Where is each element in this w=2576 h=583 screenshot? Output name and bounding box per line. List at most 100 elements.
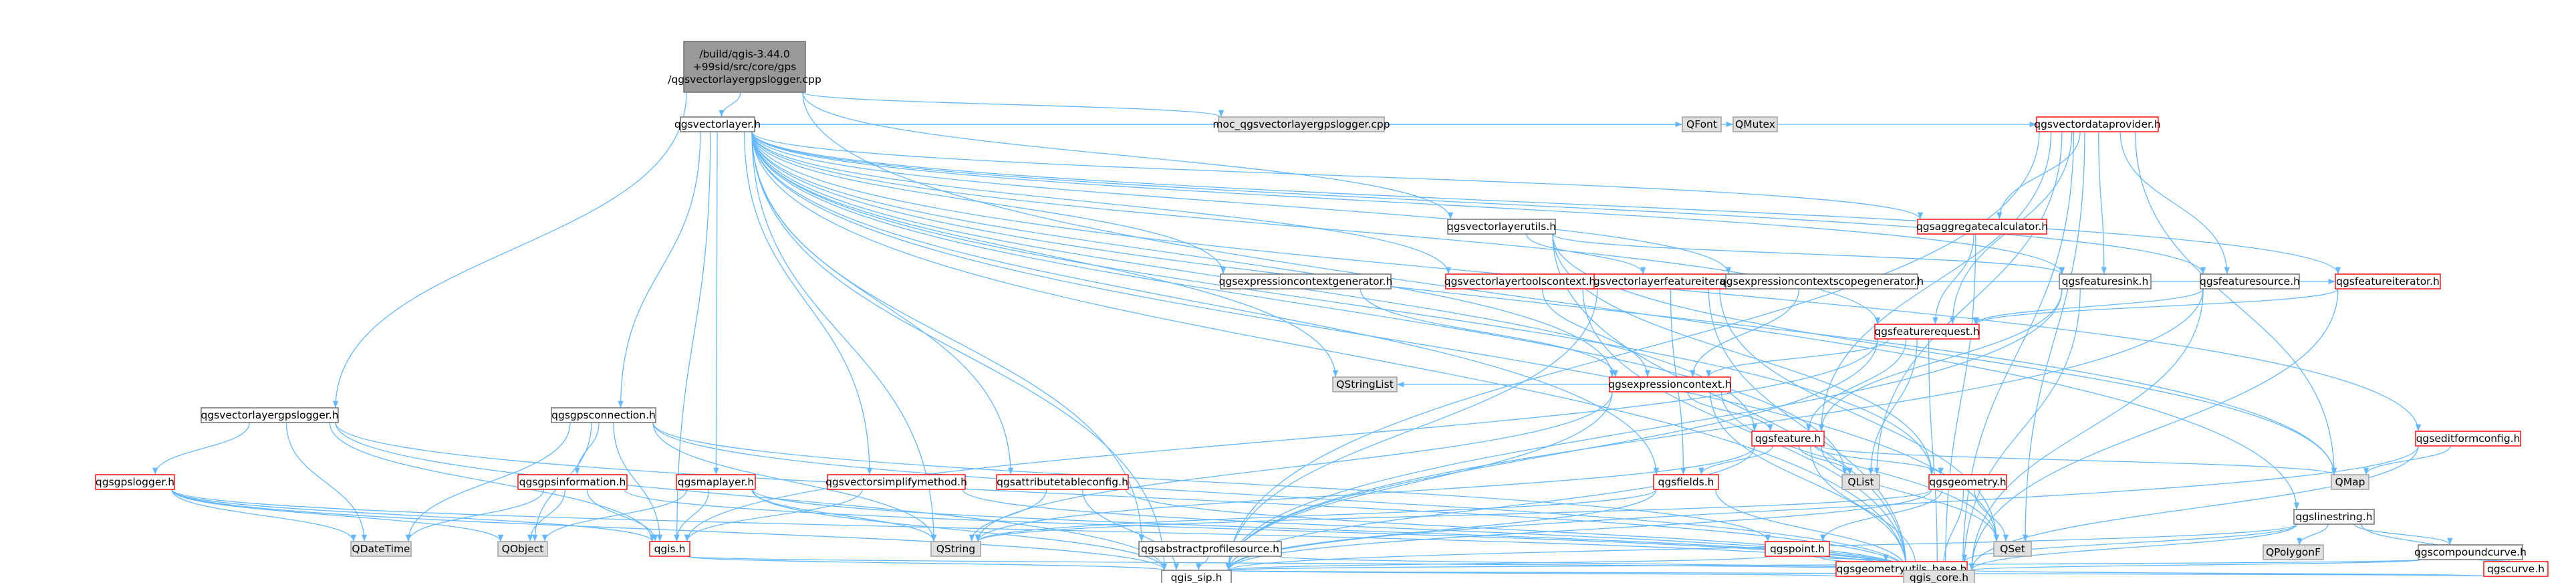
edge-line bbox=[2119, 131, 2230, 275]
node-qgsvectorlayertoolscontext-h[interactable]: qgsvectorlayertoolscontext.h bbox=[1444, 273, 1595, 289]
edge-line bbox=[751, 131, 1910, 571]
edge-line bbox=[1698, 445, 1773, 475]
edge-qgspoint_h-to-qgsgeometryutils_base_h bbox=[1812, 554, 1889, 562]
node-label: QSet bbox=[2000, 543, 2025, 555]
edge-qgslinestring_h-to-qgsgeometryutils_base_h bbox=[1962, 523, 2297, 562]
node-box bbox=[2331, 474, 2369, 490]
node-qgsgeometry-h[interactable]: qgsgeometry.h bbox=[1928, 474, 2007, 490]
edge-qgsvectorlayer_h-to-qgis_core_h bbox=[751, 131, 1910, 571]
edge-qgsgpsinformation_h-to-QDateTime bbox=[405, 489, 545, 542]
node-qgscurve-h[interactable]: qgscurve.h bbox=[2483, 561, 2549, 577]
node-qgis-sip-h[interactable]: qgis_sip.h bbox=[1161, 570, 1232, 583]
node-label: qgsfeatureiterator.h bbox=[2336, 275, 2440, 287]
node-qgsvectorlayerfeatureiterator-h[interactable]: qgsvectorlayerfeatureiterator.h bbox=[1587, 273, 1749, 289]
node-qgsexpressioncontextgenerator-h[interactable]: qgsexpressioncontextgenerator.h bbox=[1219, 273, 1393, 289]
edge-line bbox=[2022, 131, 2085, 542]
edge-qgsfeature_h-to-QList bbox=[1798, 445, 1853, 475]
edge-line bbox=[652, 422, 1771, 542]
edge-line bbox=[751, 131, 1014, 475]
node-label: qgscompoundcurve.h bbox=[2414, 546, 2527, 558]
node-label: qgsvectorlayerutils.h bbox=[1447, 221, 1556, 233]
edge-line bbox=[802, 92, 1454, 220]
edge-root-to-qgsvectorlayerutils_h bbox=[802, 92, 1454, 220]
node-qgsfeatureiterator-h[interactable]: qgsfeatureiterator.h bbox=[2335, 273, 2441, 289]
edge-qgsgpslogger_h-to-QDateTime bbox=[171, 489, 357, 542]
edge-line bbox=[1710, 391, 1910, 571]
node-qgsfeaturesink-h[interactable]: qgsfeaturesink.h bbox=[2059, 273, 2152, 289]
node-box bbox=[1218, 116, 1385, 132]
edge-qgslinestring_h-to-qgscompoundcurve_h bbox=[2353, 523, 2453, 546]
node-qgspoint-h[interactable]: qgspoint.h bbox=[1765, 541, 1830, 557]
edge-qgslinestring_h-to-QPolygonF bbox=[2297, 523, 2329, 546]
node-qgsfeature-h[interactable]: qgsfeature.h bbox=[1751, 431, 1825, 447]
node-label: qgsmaplayer.h bbox=[678, 476, 754, 488]
node-label: QString bbox=[936, 543, 975, 555]
edge-line bbox=[751, 131, 1339, 378]
edge-line bbox=[1928, 338, 1940, 571]
node-qgsfields-h[interactable]: qgsfields.h bbox=[1653, 474, 1719, 490]
node-qgsfeaturesource-h[interactable]: qgsfeaturesource.h bbox=[2200, 273, 2300, 289]
edge-qgsaggregatecalculator_h-to-qgis_core_h bbox=[1942, 233, 1976, 571]
node-QMutex: QMutex bbox=[1732, 116, 1778, 132]
edge-qgsgpslogger_h-to-qgis_sip_h bbox=[171, 489, 1167, 571]
node-box bbox=[201, 407, 339, 423]
edge-line bbox=[652, 422, 937, 542]
edge-line bbox=[1552, 233, 2337, 475]
node-qgsabstractprofilesource-h[interactable]: qgsabstractprofilesource.h bbox=[1138, 541, 1282, 557]
node-label: qgsvectorlayerfeatureiterator.h bbox=[1587, 275, 1749, 287]
edge-qgsvectorlayerfeatureiterator_h-to-QSet bbox=[1719, 288, 2000, 542]
node-qgsvectorsimplifymethod-h[interactable]: qgsvectorsimplifymethod.h bbox=[825, 474, 967, 490]
edge-qgsvectorlayergpslogger_h-to-QDateTime bbox=[285, 422, 368, 542]
node-qgsvectorlayergpslogger-h[interactable]: qgsvectorlayergpslogger.h bbox=[201, 407, 339, 423]
edge-qgsfeature_h-to-QSet bbox=[1821, 445, 2000, 542]
node-box bbox=[996, 474, 1129, 490]
edge-qgsvectorlayer_h-to-qgsfeaturesource_h bbox=[751, 131, 2206, 275]
node-qgsgpsinformation-h[interactable]: qgsgpsinformation.h bbox=[517, 474, 628, 490]
node-qgsgpsconnection-h[interactable]: qgsgpsconnection.h bbox=[551, 407, 656, 423]
edge-line bbox=[2363, 445, 2451, 475]
edge-line bbox=[618, 131, 701, 409]
edge-qgsgpsinformation_h-to-qgis_h bbox=[586, 489, 658, 542]
edge-line bbox=[1974, 288, 2339, 325]
edge-line bbox=[1225, 131, 2040, 571]
node-box bbox=[1332, 376, 1398, 392]
node-qgsvectordataprovider-h[interactable]: qgsvectordataprovider.h bbox=[2034, 116, 2161, 132]
edge-qgsvectorlayerutils_h-to-QMap bbox=[1552, 233, 2337, 475]
edge-qgsvectorlayer_h-to-qgis_sip_h bbox=[751, 131, 1168, 571]
node-qgsfeaturerequest-h[interactable]: qgsfeaturerequest.h bbox=[1874, 324, 1980, 340]
node-qgsexpressioncontext-h[interactable]: qgsexpressioncontext.h bbox=[1608, 376, 1732, 392]
node-qgscompoundcurve-h[interactable]: qgscompoundcurve.h bbox=[2414, 544, 2527, 560]
node-root[interactable]: /build/qgis-3.44.0+99sid/src/core/gps/qg… bbox=[668, 41, 821, 93]
node-qgsvectorlayer-h[interactable]: qgsvectorlayer.h bbox=[674, 116, 761, 132]
edge-qgseditformconfig_h-to-qgis_core_h bbox=[1968, 445, 2419, 571]
edge-line bbox=[335, 422, 1168, 571]
node-qgsexpressioncontextscopegenerator-h[interactable]: qgsexpressioncontextscopegenerator.h bbox=[1720, 273, 1924, 289]
node-qgseditformconfig-h[interactable]: qgseditformconfig.h bbox=[2415, 431, 2521, 447]
edge-line bbox=[802, 92, 2300, 510]
edge-line bbox=[1552, 233, 1935, 475]
edge-qgsvectordataprovider_h-to-qgis_sip_h bbox=[1225, 131, 2040, 571]
node-qgsattributetableconfig-h[interactable]: qgsattributetableconfig.h bbox=[996, 474, 1129, 490]
edge-line bbox=[171, 489, 357, 542]
node-qgis-h[interactable]: qgis.h bbox=[649, 541, 690, 557]
edge-qgsfeature_h-to-QString bbox=[975, 445, 1755, 542]
edge-qgslinestring_h-to-qgis_core_h bbox=[1968, 523, 2297, 571]
edge-qgsfeaturerequest_h-to-qgis_core_h bbox=[1928, 338, 1940, 571]
node-qgsvectorlayerutils-h[interactable]: qgsvectorlayerutils.h bbox=[1447, 219, 1556, 235]
edge-qgsvectorlayertoolscontext_h-to-qgis_core_h bbox=[1582, 288, 1910, 571]
edge-line bbox=[527, 489, 565, 542]
edge-line bbox=[1820, 489, 1943, 542]
edge-line bbox=[975, 391, 1613, 542]
edge-qgsgpslogger_h-to-qgis_h bbox=[171, 489, 655, 542]
edge-line bbox=[171, 489, 655, 542]
edge-line bbox=[802, 92, 1224, 118]
node-qgsmaplayer-h[interactable]: qgsmaplayer.h bbox=[676, 474, 756, 490]
node-qgsaggregatecalculator-h[interactable]: qgsaggregatecalculator.h bbox=[1916, 219, 2048, 235]
node-qgslinestring-h[interactable]: qgslinestring.h bbox=[2293, 509, 2375, 525]
node-label: QMutex bbox=[1735, 118, 1775, 130]
node-label: qgsvectorsimplifymethod.h bbox=[825, 476, 967, 488]
edge-line bbox=[1970, 570, 2487, 578]
edge-line bbox=[752, 489, 1168, 571]
node-qgsgpslogger-h[interactable]: qgsgpslogger.h bbox=[95, 474, 175, 490]
edge-qgsabstractprofilesource_h-to-qgis_core_h bbox=[1278, 556, 1909, 571]
